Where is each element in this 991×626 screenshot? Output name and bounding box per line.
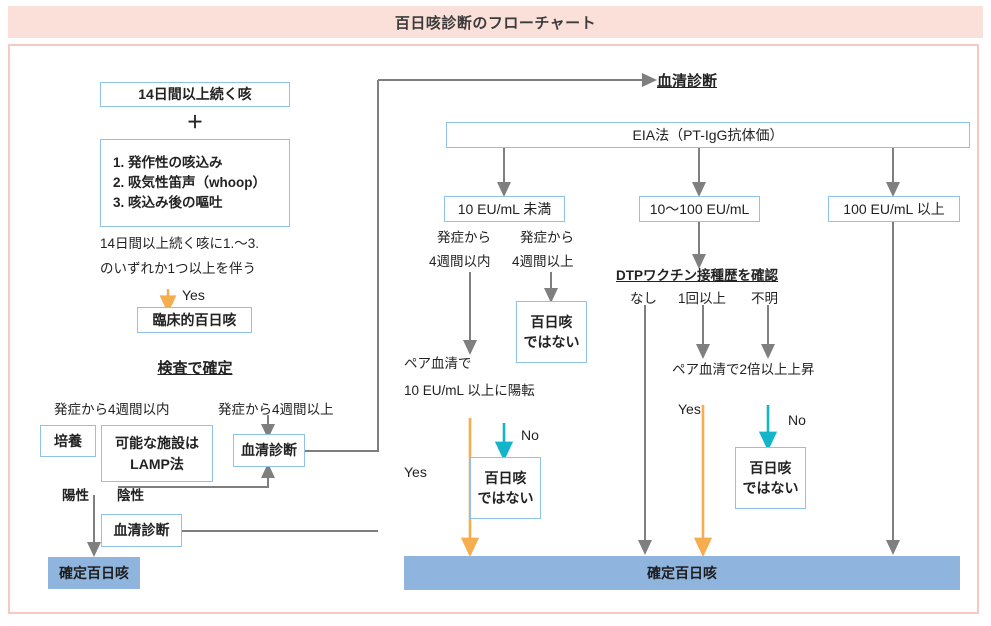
heading-serum-diagnosis: 血清診断 [657,73,718,90]
symptom-item-1: 1. 発作性の咳込み [113,154,223,170]
label-yes-mid-branch: Yes [678,401,701,417]
node-level-mid[interactable]: 10〜100 EU/mL [639,196,760,222]
label-dtp-unknown: 不明 [751,291,778,306]
page-title: 百日咳診断のフローチャート [394,14,597,32]
criteria-line-2: のいずれか1つ以上を伴う [100,261,257,276]
yes-label-clinical: Yes [182,287,205,303]
label-negative: 陰性 [117,488,144,503]
node-culture-label: 培養 [54,432,82,449]
node-level-high[interactable]: 100 EU/mL 以上 [828,196,960,222]
label-over-4-weeks: 発症から4週間以上 [218,402,334,417]
node-not-pertussis-c-line1: 百日咳 [749,459,792,476]
criteria-line-1: 14日間以上続く咳に1.〜3. [100,236,260,251]
node-symptom-list[interactable]: 1. 発作性の咳込み 2. 吸気性笛声（whoop） 3. 咳込み後の嘔吐 [100,139,290,227]
node-level-high-label: 100 EU/mL 以上 [843,200,945,217]
label-yes-low-branch: Yes [404,464,427,480]
label-dtp-once-or-more: 1回以上 [678,291,727,306]
node-lamp-line-2: LAMP法 [130,455,184,472]
label-onset-within-line1: 発症から [437,230,491,245]
node-not-pertussis-b-line2: ではない [477,490,534,506]
node-cough-14days[interactable]: 14日間以上続く咳 [100,82,290,107]
label-within-4-weeks: 発症から4週間以内 [54,402,170,417]
node-confirmed-pertussis-bar-label: 確定百日咳 [647,564,717,581]
label-paired-serum-line2: 10 EU/mL 以上に陽転 [404,383,535,398]
node-lamp-method[interactable]: 可能な施設は LAMP法 [101,425,213,482]
node-level-low-label: 10 EU/mL 未満 [457,200,552,217]
node-clinical-pertussis-label: 臨床的百日咳 [152,311,237,328]
node-serum-diagnosis-upper[interactable]: 血清診断 [233,434,305,467]
node-not-pertussis-b-line1: 百日咳 [484,469,527,486]
heading-confirm-by-test: 検査で確定 [157,360,233,377]
label-no-low-branch: No [521,427,539,443]
label-dtp-none: なし [630,291,657,306]
label-onset-over-line1: 発症から [520,230,574,245]
node-confirmed-pertussis-left-label: 確定百日咳 [59,564,129,581]
node-level-mid-label: 10〜100 EU/mL [649,200,750,217]
node-confirmed-pertussis-left[interactable]: 確定百日咳 [48,557,140,589]
label-paired-serum-2x: ペア血清で2倍以上上昇 [672,362,815,377]
symptom-item-2: 2. 吸気性笛声（whoop） [113,174,266,190]
label-paired-serum-line1: ペア血清で [404,356,472,371]
node-not-pertussis-a-line2: ではない [523,334,580,350]
node-eia-method[interactable]: EIA法（PT-IgG抗体価） [446,122,970,148]
node-not-pertussis-a[interactable]: 百日咳 ではない [516,301,587,363]
node-serum-diagnosis-upper-label: 血清診断 [241,442,297,459]
node-not-pertussis-c-line2: ではない [742,480,799,496]
page-title-bar: 百日咳診断のフローチャート [8,6,983,38]
label-no-mid-branch: No [788,412,806,428]
label-onset-within-line2: 4週間以内 [429,254,491,269]
node-lamp-line-1: 可能な施設は [115,435,199,452]
node-not-pertussis-a-line1: 百日咳 [530,313,573,330]
node-serum-diagnosis-lower-label: 血清診断 [113,522,170,539]
node-clinical-pertussis[interactable]: 臨床的百日咳 [137,307,252,333]
node-not-pertussis-b[interactable]: 百日咳 ではない [470,457,541,519]
node-not-pertussis-c[interactable]: 百日咳 ではない [735,447,806,509]
node-confirmed-pertussis-bar[interactable]: 確定百日咳 [404,556,960,590]
node-eia-method-label: EIA法（PT-IgG抗体価） [632,126,784,143]
label-onset-over-line2: 4週間以上 [512,254,574,269]
plus-symbol: ＋ [186,113,204,132]
symptom-item-3: 3. 咳込み後の嘔吐 [113,195,223,211]
node-level-low[interactable]: 10 EU/mL 未満 [444,196,565,222]
label-positive: 陽性 [62,488,89,503]
node-cough-14days-label: 14日間以上続く咳 [138,86,252,103]
node-serum-diagnosis-lower[interactable]: 血清診断 [101,514,182,547]
heading-dtp-vaccine-history: DTPワクチン接種歴を確認 [616,268,778,283]
node-culture[interactable]: 培養 [40,425,96,457]
